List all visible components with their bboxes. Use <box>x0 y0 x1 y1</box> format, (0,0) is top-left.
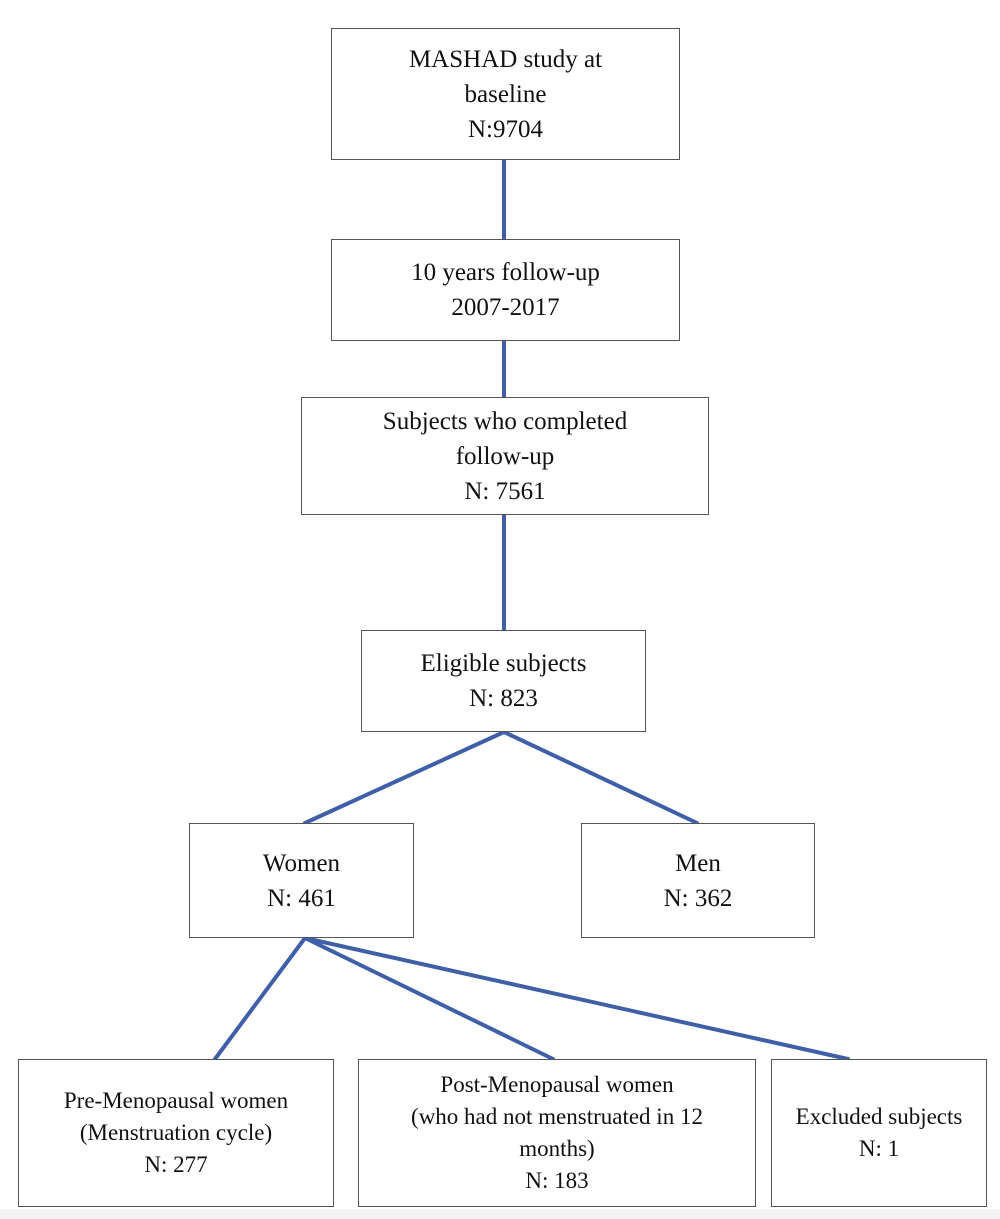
premenopausal-box: Pre-Menopausal women (Menstruation cycle… <box>18 1059 334 1207</box>
baseline-count: N:9704 <box>468 115 543 143</box>
connector-women-excluded <box>303 936 850 1061</box>
excluded-title: Excluded subjects <box>795 1104 963 1129</box>
completed-count: N: 7561 <box>464 477 546 505</box>
men-box: Men N: 362 <box>581 823 815 938</box>
excluded-box: Excluded subjects N: 1 <box>771 1059 987 1207</box>
baseline-box: MASHAD study at baseline N:9704 <box>331 28 680 160</box>
postmenopausal-count: N: 183 <box>525 1168 589 1193</box>
postmenopausal-box: Post-Menopausal women (who had not menst… <box>358 1059 756 1207</box>
baseline-subtitle: baseline <box>464 80 547 108</box>
eligible-title: Eligible subjects <box>420 650 587 677</box>
women-title: Women <box>262 849 341 877</box>
women-count: N: 461 <box>267 884 336 912</box>
excluded-count: N: 1 <box>858 1136 900 1161</box>
followup-title: 10 years follow-up <box>411 259 600 286</box>
followup-period: 2007-2017 <box>451 294 560 321</box>
postmenopausal-subtitle-2: months) <box>519 1136 595 1161</box>
connector-women-premenopausal <box>213 936 307 1061</box>
eligible-count: N: 823 <box>469 685 538 712</box>
premenopausal-title: Pre-Menopausal women <box>63 1088 289 1113</box>
baseline-title: MASHAD study at <box>408 45 603 73</box>
postmenopausal-title: Post-Menopausal women <box>440 1072 674 1097</box>
connector-women-postmenopausal <box>303 936 555 1061</box>
men-count: N: 362 <box>663 884 733 912</box>
eligible-box: Eligible subjects N: 823 <box>361 630 646 732</box>
women-box: Women N: 461 <box>189 823 414 938</box>
premenopausal-count: N: 277 <box>144 1152 208 1177</box>
completed-box: Subjects who completed follow-up N: 7561 <box>301 397 709 515</box>
premenopausal-subtitle: (Menstruation cycle) <box>79 1120 273 1145</box>
connector-eligible-men <box>502 730 699 825</box>
followup-box: 10 years follow-up 2007-2017 <box>331 239 680 341</box>
completed-title: Subjects who completed <box>382 407 628 435</box>
completed-subtitle: follow-up <box>455 442 555 470</box>
connector-eligible-women <box>303 730 506 825</box>
men-title: Men <box>675 849 721 877</box>
postmenopausal-subtitle-1: (who had not menstruated in 12 <box>411 1104 703 1129</box>
bottom-edge <box>0 1209 1000 1219</box>
